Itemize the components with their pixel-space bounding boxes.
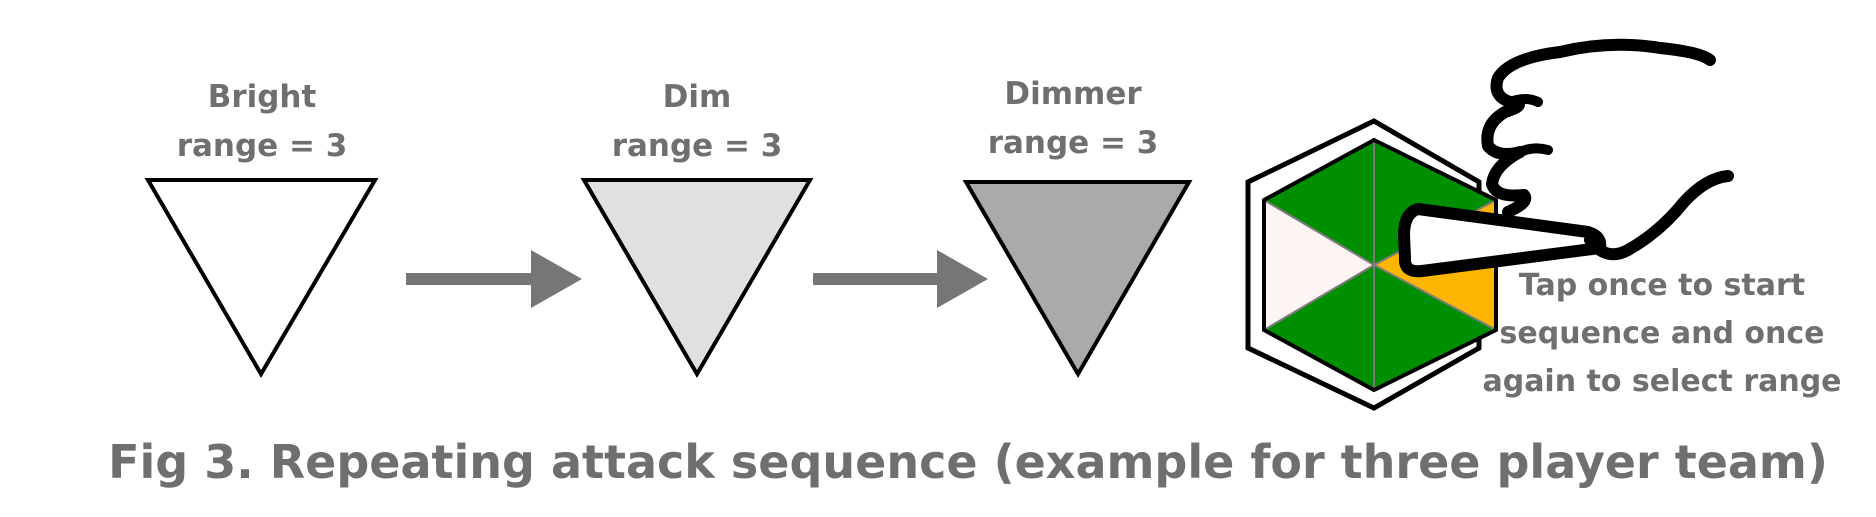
stage-dimmer-range: range = 3 <box>988 125 1159 161</box>
tap-note-line-3: again to select range <box>1482 364 1841 399</box>
figure-caption: Fig 3. Repeating attack sequence (exampl… <box>108 435 1828 489</box>
arrow-shaft <box>813 273 941 285</box>
arrow-shaft <box>406 273 536 285</box>
stage-bright-name: Bright <box>208 79 317 115</box>
hand-knuckles-outline <box>1481 38 1716 218</box>
stage-dim-name: Dim <box>663 79 732 115</box>
hex-inner-border <box>1262 137 1498 393</box>
tap-instruction: Tap once to start sequence and once agai… <box>1482 268 1841 399</box>
stage-bright: Bright range = 3 <box>144 79 379 378</box>
stage-dim: Dim range = 3 <box>580 79 814 378</box>
arrow-bright-to-dim <box>406 250 582 308</box>
stage-bright-range: range = 3 <box>177 128 348 164</box>
hand-knuckle-detail <box>1505 94 1543 107</box>
stage-bright-triangle <box>144 178 379 378</box>
stage-dim-range: range = 3 <box>612 128 783 164</box>
stage-dimmer-triangle <box>962 180 1193 378</box>
arrow-dim-to-dimmer <box>813 250 988 308</box>
stage-dimmer-name: Dimmer <box>1004 76 1142 112</box>
arrow-head <box>531 250 582 308</box>
stage-dimmer: Dimmer range = 3 <box>962 76 1193 378</box>
arrow-head <box>937 250 988 308</box>
tapping-hand-drawing <box>1398 38 1734 278</box>
hand-thumb-stroke <box>1584 170 1734 261</box>
stage-dim-triangle <box>580 178 814 378</box>
tap-note-line-1: Tap once to start <box>1519 268 1805 303</box>
hand-index-finger <box>1398 203 1607 278</box>
hand-knuckle-detail-2 <box>1515 143 1553 157</box>
tap-note-line-2: sequence and once <box>1500 316 1825 351</box>
